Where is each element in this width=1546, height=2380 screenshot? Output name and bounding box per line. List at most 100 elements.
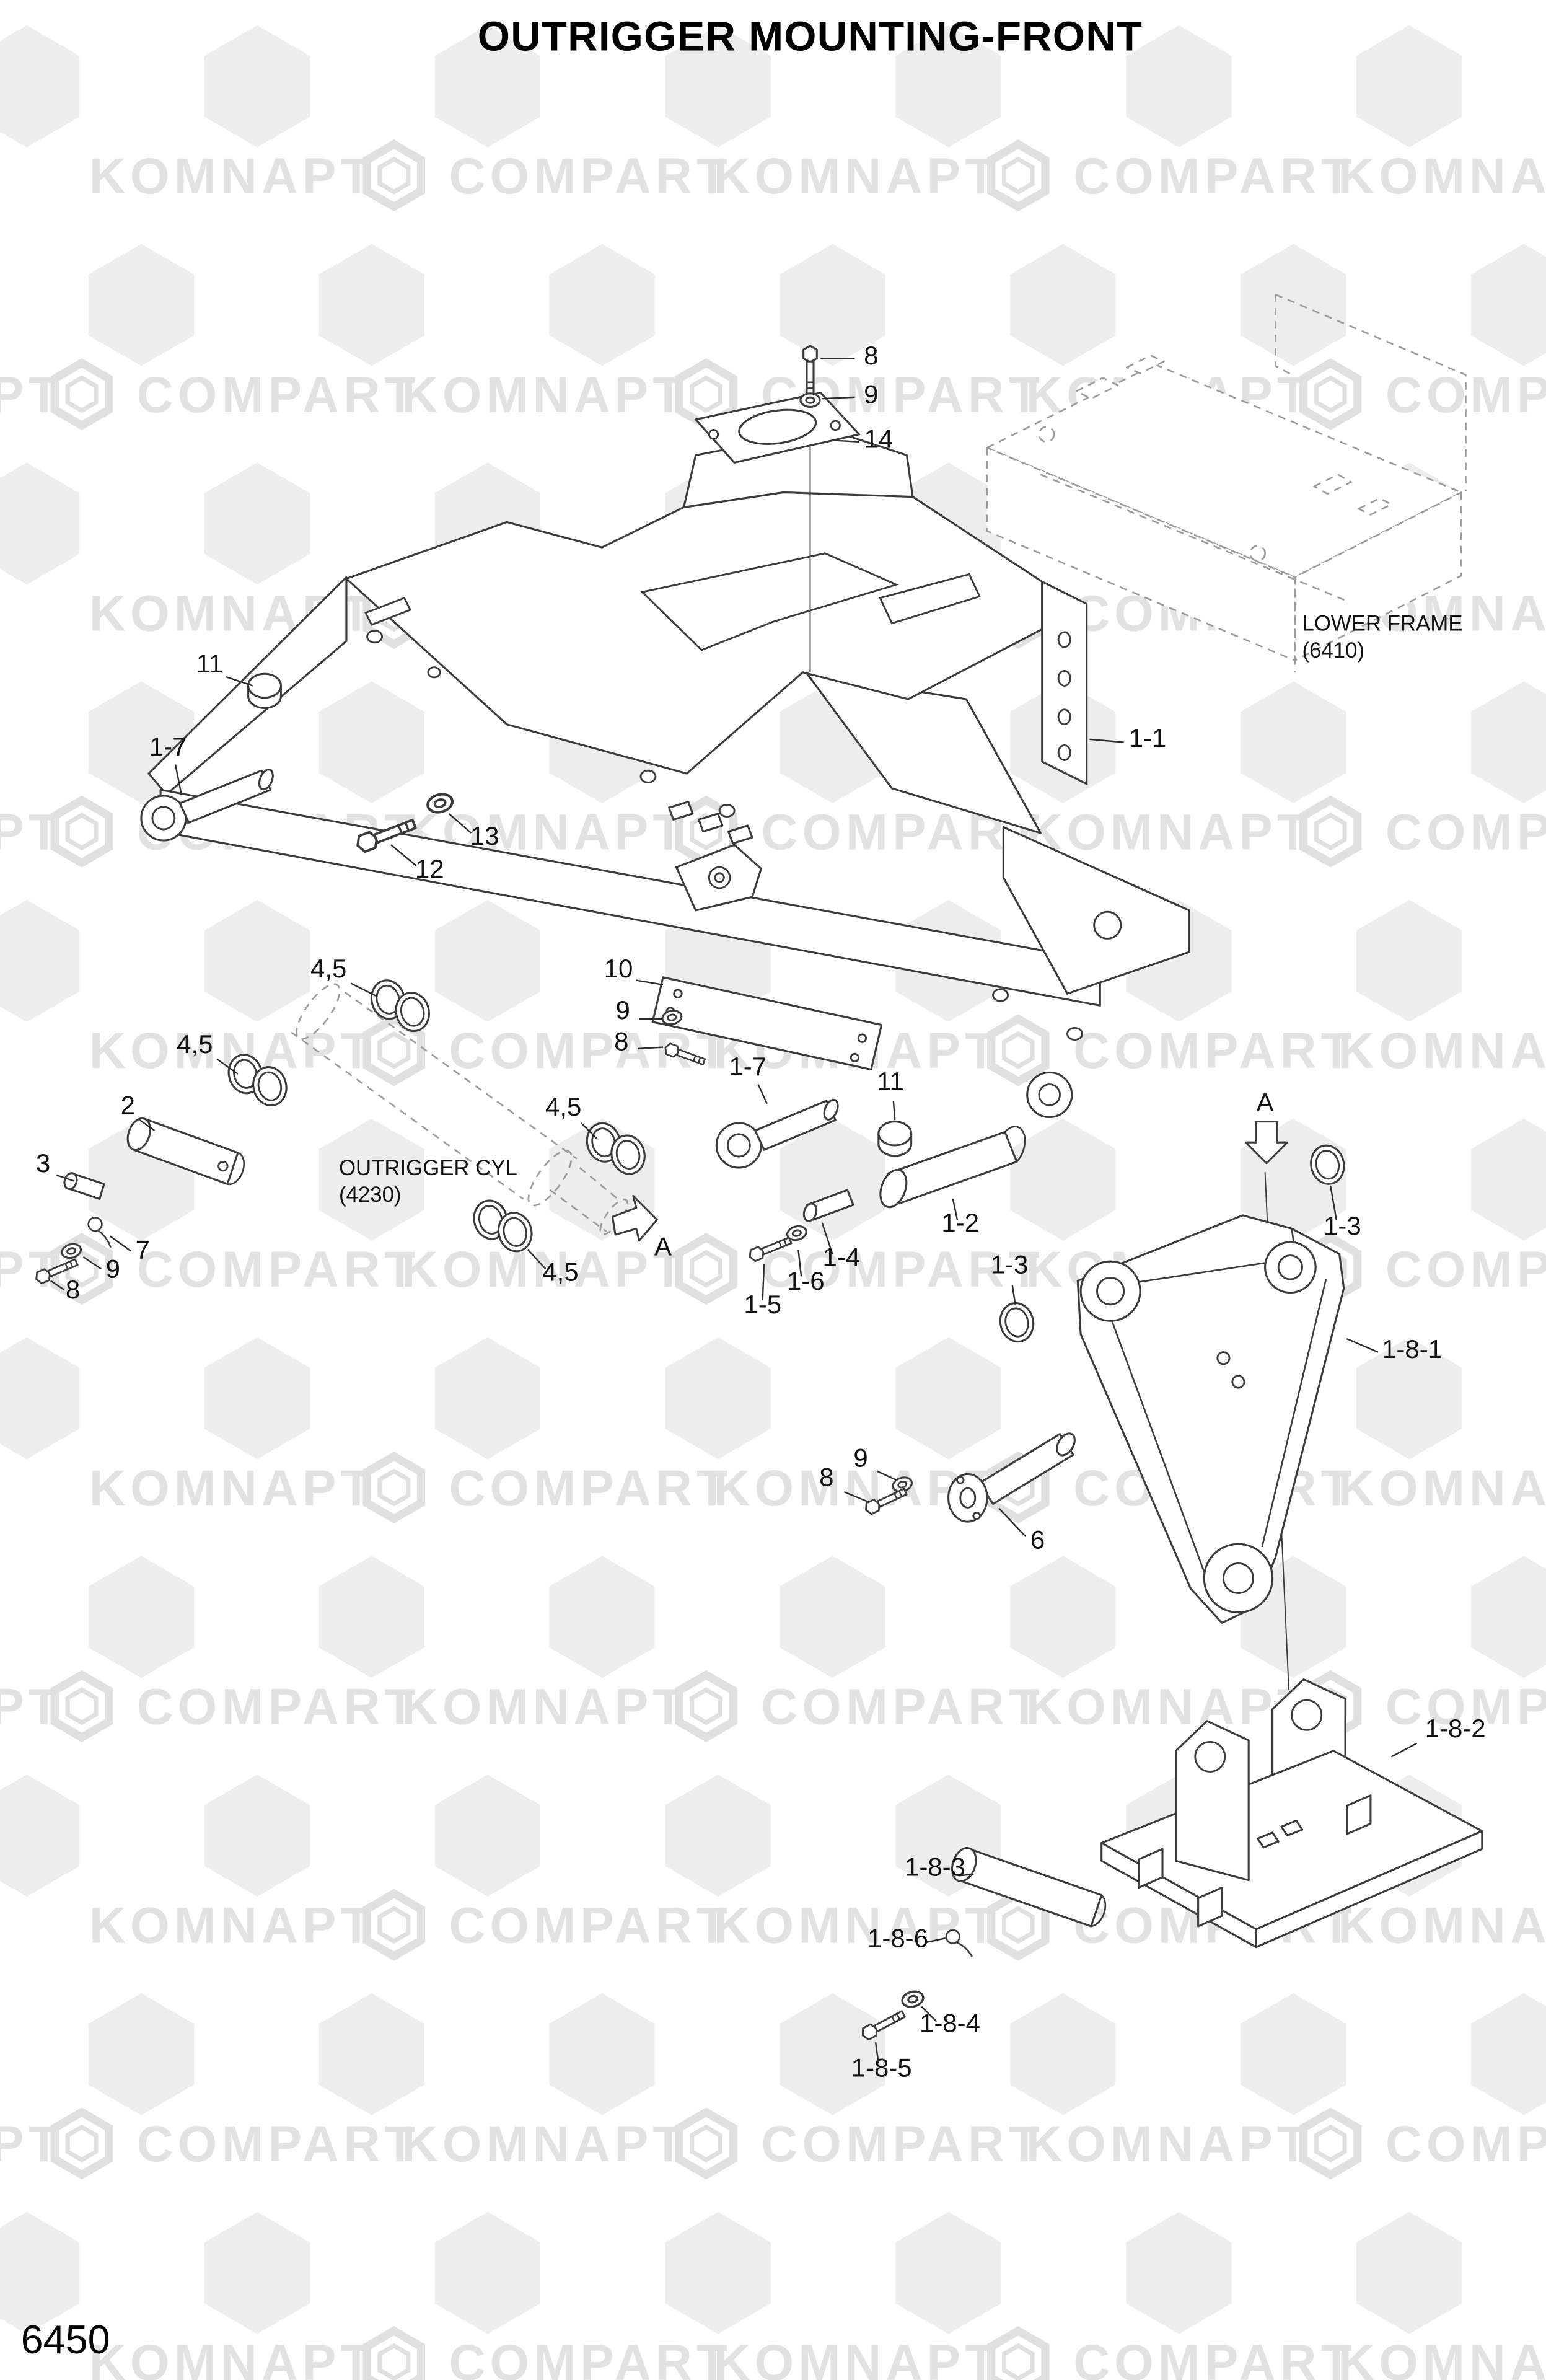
watermark-text: COMPART: [137, 1679, 420, 1735]
watermark-hexagon: [1470, 1556, 1546, 1678]
watermark-text: KOMNAPT: [402, 1679, 688, 1735]
callout-label: 4,5: [310, 954, 346, 983]
watermark-hexagon: [549, 244, 655, 366]
watermark-hexagon: [88, 244, 195, 366]
page-number: 6450: [21, 2317, 110, 2362]
watermark-hexagon: [1470, 1118, 1546, 1241]
watermark-emblem-icon: [1001, 1031, 1035, 1069]
callout-label: 6: [1030, 1525, 1045, 1554]
callout-label: A: [1257, 1088, 1274, 1117]
callout-label: A: [654, 1232, 672, 1261]
leader-line: [50, 1280, 64, 1290]
callout-label: 9: [864, 379, 878, 408]
leader-line: [448, 813, 472, 834]
callout-label: 13: [470, 821, 499, 850]
leader-line: [821, 1222, 833, 1254]
leader-line: [1329, 1185, 1337, 1220]
callout-label: 1-6: [787, 1266, 825, 1295]
watermark-layer: KOMNAPTCOMPARTKOMNAPTCOMPARTKOMNAPTCOMPA…: [0, 25, 1546, 2380]
watermark-emblem-icon: [987, 2326, 1050, 2380]
callout-label: 1-8-6: [867, 1924, 928, 1953]
watermark-hexagon: [1470, 244, 1546, 366]
watermark-emblem-icon: [362, 1889, 426, 1961]
pin-1-8-3: [951, 1847, 1107, 1928]
leader-line: [832, 439, 859, 443]
watermark-hexagon: [1470, 1993, 1546, 2115]
watermark-emblem-icon: [675, 1670, 737, 1742]
callout-label: 9: [106, 1254, 120, 1284]
callout-label: 11: [877, 1067, 904, 1096]
callout-label: 9: [853, 1443, 867, 1472]
leader-line: [139, 1119, 156, 1131]
callout-label: 8: [614, 1026, 628, 1056]
watermark-hexagon: [895, 2211, 1001, 2334]
leader-line: [527, 1249, 547, 1270]
watermark-text: COMPART: [761, 2116, 1044, 2172]
watermark-text: COMPART: [137, 367, 420, 423]
watermark-emblem-icon: [50, 2107, 113, 2180]
watermark-emblem-icon: [690, 1250, 722, 1288]
callout-label: 8: [864, 341, 878, 370]
shackle-1-7-mid: [715, 1098, 839, 1169]
annotation-label: OUTRIGGER CYL: [339, 1157, 517, 1180]
watermark-hexagon: [665, 25, 771, 148]
leader-line: [1011, 1285, 1016, 1305]
watermark-hexagon: [0, 2211, 80, 2334]
callout-label: 1-3: [1324, 1211, 1361, 1240]
page-title: OUTRIGGER MOUNTING-FRONT: [478, 14, 1143, 60]
watermark-emblem-icon: [50, 358, 113, 431]
watermark-emblem-icon: [1314, 813, 1347, 851]
watermark-hexagon: [204, 2211, 310, 2334]
watermark-emblem-icon: [690, 1687, 722, 1726]
callout-label: 1-2: [941, 1208, 979, 1237]
leader-line: [216, 1058, 239, 1075]
leader-line: [636, 979, 664, 985]
bracket-1-8-1: [1076, 1214, 1345, 1624]
watermark-text: KOMNAPT: [714, 1460, 1001, 1517]
watermark-text: KOMNAPT: [714, 148, 1001, 205]
leader-line: [1089, 738, 1124, 743]
watermark-emblem-icon: [1001, 156, 1035, 195]
shackle-1-7-left: [140, 769, 274, 842]
watermark-text: KOMNAPT: [89, 1897, 376, 1954]
watermark-hexagon: [549, 1556, 655, 1678]
watermark-hexagon: [0, 1774, 80, 1897]
watermark-text: KOMNAPT: [1026, 804, 1312, 860]
watermark-emblem-icon: [50, 1670, 113, 1742]
leader-line: [56, 1174, 75, 1182]
watermark-emblem-icon: [1314, 375, 1347, 413]
leader-line: [952, 1199, 959, 1220]
leader-line: [876, 1470, 897, 1481]
watermark-emblem-icon: [690, 375, 722, 413]
callout-label: 8: [819, 1463, 833, 1492]
watermark-hexagon: [434, 1337, 541, 1460]
leader-line: [924, 1937, 946, 1944]
watermark-emblem-icon: [65, 1687, 99, 1726]
watermark-hexagon: [0, 462, 80, 585]
leader-line: [822, 396, 855, 400]
watermark-text: KOMNAPT: [1338, 2335, 1546, 2380]
watermark-hexagon: [434, 1774, 541, 1897]
watermark-hexagon: [88, 1556, 195, 1678]
watermark-emblem-icon: [377, 1468, 411, 1507]
leader-line: [762, 1264, 765, 1300]
watermark-hexagon: [1356, 1337, 1462, 1460]
callout-label: 3: [36, 1148, 50, 1178]
watermark-hexagon: [434, 900, 541, 1022]
watermark-hexagon: [1126, 2211, 1232, 2334]
callout-label: 11: [196, 649, 223, 678]
leader-line: [1390, 1742, 1417, 1758]
watermark-hexagon: [434, 2211, 541, 2334]
callout-label: 1-8-4: [920, 2008, 980, 2037]
watermark-text: KOMNAPT: [0, 804, 64, 860]
watermark-hexagon: [1010, 244, 1116, 366]
watermark-text: KOMNAPT: [1026, 2116, 1312, 2172]
watermark-hexagon: [0, 25, 80, 148]
watermark-emblem-icon: [65, 1250, 99, 1288]
leader-line: [959, 1873, 974, 1877]
watermark-emblem-icon: [65, 375, 99, 413]
leader-line: [998, 1507, 1027, 1538]
watermark-text: COMPART: [449, 1897, 732, 1954]
watermark-hexagon: [665, 1774, 771, 1897]
